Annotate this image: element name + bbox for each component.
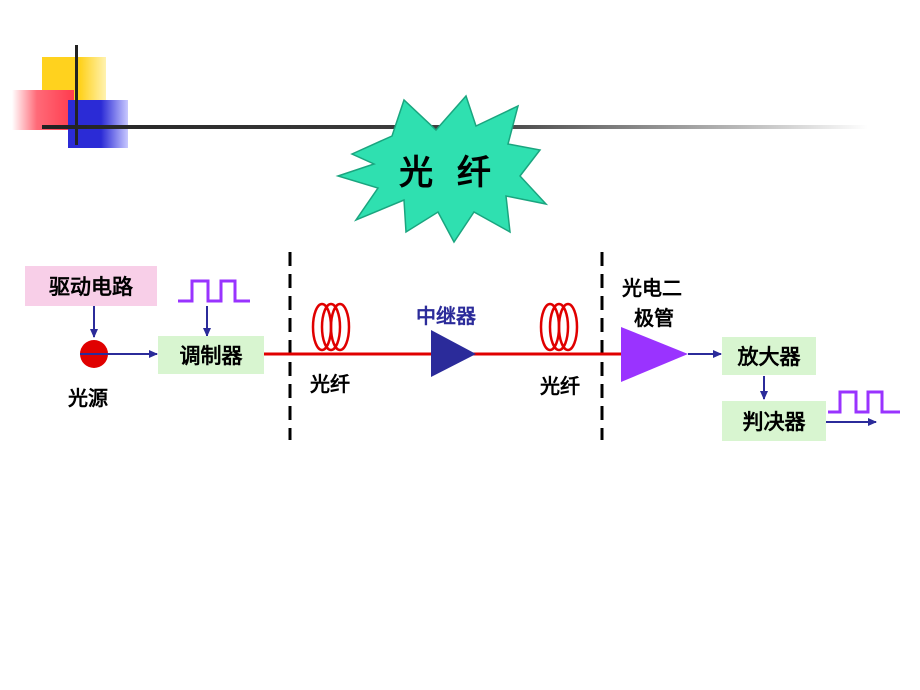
- photodiode-label-line2: 极管: [634, 306, 674, 330]
- deco-vertical-line: [75, 45, 78, 145]
- pulse-waveform-icon: [828, 390, 900, 414]
- pulse-waveform-icon: [178, 279, 250, 303]
- photodiode-triangle-icon: [621, 327, 688, 382]
- fiber-coil-icon: [311, 302, 351, 352]
- photodiode-label-line1: 光电二: [622, 276, 682, 300]
- deco-blue-square: [68, 100, 128, 148]
- fiber-coil-icon: [539, 302, 579, 352]
- light-source-label: 光源: [68, 386, 108, 410]
- driver-circuit-box: 驱动电路: [25, 266, 157, 306]
- deco-red-square: [12, 90, 74, 130]
- repeater-triangle-icon: [431, 330, 476, 377]
- fiber-label-2: 光纤: [540, 374, 580, 398]
- modulator-box: 调制器: [158, 336, 264, 374]
- fiber-label-1: 光纤: [310, 372, 350, 396]
- page-title: 光 纤: [399, 153, 491, 193]
- decider-box: 判决器: [722, 401, 826, 441]
- amplifier-box: 放大器: [722, 337, 816, 375]
- repeater-label: 中继器: [416, 304, 476, 328]
- title-burst: [335, 94, 549, 244]
